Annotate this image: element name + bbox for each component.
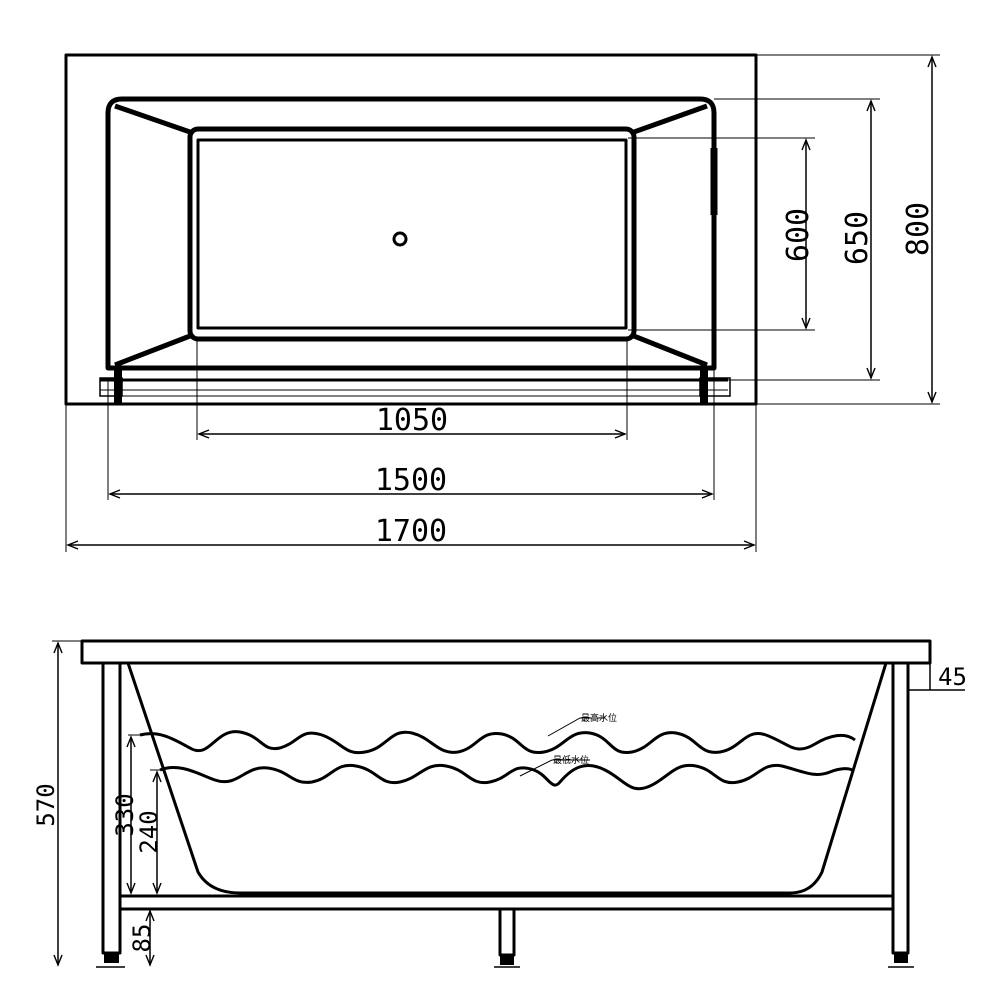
label-min-water: 最低水位 xyxy=(553,754,589,766)
basin-bottom xyxy=(187,126,637,342)
frame-leg-right xyxy=(891,661,910,955)
dim-label-650: 650 xyxy=(840,211,875,265)
foot xyxy=(500,955,514,965)
min-water-wave xyxy=(159,763,853,791)
dim-label-570: 570 xyxy=(32,783,60,826)
dim-label-45: 45 xyxy=(938,663,967,691)
leader-min-water xyxy=(519,759,590,777)
drain-circle xyxy=(392,231,408,247)
dim-label-600: 600 xyxy=(781,208,816,262)
top-view: 1050 1500 1700 600 650 800 xyxy=(64,53,940,552)
rim xyxy=(80,639,932,665)
corner-slope xyxy=(114,333,191,368)
corner-slope xyxy=(633,103,708,135)
leg-block xyxy=(700,368,708,404)
max-water-wave xyxy=(139,730,856,755)
basin-bottom-inner xyxy=(196,138,628,330)
outer-frame xyxy=(64,53,758,406)
dim-label-240: 240 xyxy=(135,810,163,853)
leader-max-water xyxy=(547,717,605,737)
dim-label-1700: 1700 xyxy=(375,514,447,549)
label-max-water: 最高水位 xyxy=(581,712,617,724)
dim-label-800: 800 xyxy=(901,202,936,256)
foot xyxy=(894,953,908,963)
frame-base-rail xyxy=(118,894,895,911)
dim-label-330: 330 xyxy=(111,793,139,836)
dim-label-1050: 1050 xyxy=(376,403,448,438)
foot xyxy=(104,953,119,963)
leg-block xyxy=(114,368,122,404)
corner-slope xyxy=(633,333,708,368)
tub-body xyxy=(126,662,888,895)
dim-label-1500: 1500 xyxy=(375,463,447,498)
frame-leg-center xyxy=(498,907,516,957)
corner-slope xyxy=(114,103,191,135)
dim-label-85: 85 xyxy=(128,924,156,953)
side-view: 最高水位 最低水位 570 330 240 85 45 xyxy=(32,639,967,968)
